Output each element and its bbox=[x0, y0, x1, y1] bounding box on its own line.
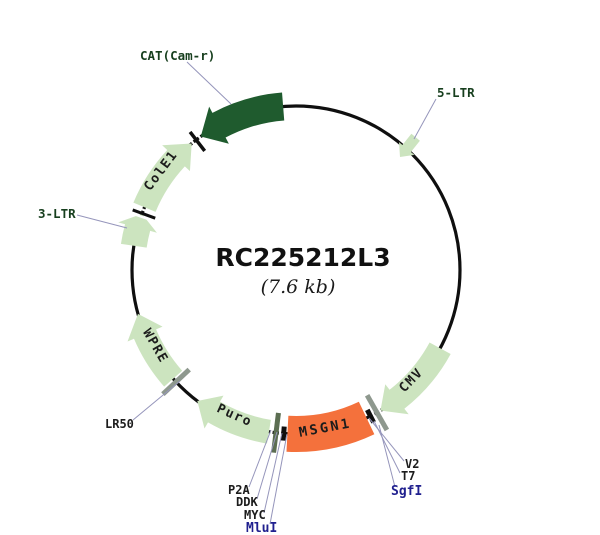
tick-marks bbox=[132, 130, 390, 453]
label-v2: V2 bbox=[405, 457, 419, 471]
feature-arrow-cmv bbox=[380, 342, 451, 415]
segment-gap bbox=[364, 399, 383, 430]
segment-gap bbox=[181, 129, 204, 156]
segment-gap bbox=[189, 123, 210, 151]
leader-lines bbox=[76, 61, 437, 525]
label-ddk: DDK bbox=[236, 495, 258, 509]
label-t7: T7 bbox=[401, 469, 415, 483]
leader-lr50 bbox=[132, 380, 181, 421]
feature-arrow-3ltr bbox=[118, 213, 157, 248]
feature-block-msgn1 bbox=[286, 401, 375, 452]
plasmid-title: RC225212L3 bbox=[215, 243, 390, 272]
segment-gap bbox=[125, 210, 157, 223]
leader-v2 bbox=[368, 417, 405, 462]
leader-cat bbox=[186, 61, 232, 105]
leader-ddk bbox=[256, 431, 278, 500]
tick-mark bbox=[364, 393, 390, 432]
feature-arrow-5ltr bbox=[399, 133, 420, 157]
tick-mark bbox=[280, 426, 287, 441]
label-3-ltr: 3-LTR bbox=[38, 206, 76, 221]
leader-t7 bbox=[373, 420, 401, 474]
label-myc: MYC bbox=[244, 508, 266, 522]
label-cat-camr: CAT(Cam-r) bbox=[140, 48, 215, 63]
feature-arrows bbox=[118, 92, 451, 452]
segment-gap bbox=[128, 203, 159, 217]
tick-mark bbox=[188, 130, 207, 153]
feature-arrow-puro bbox=[197, 395, 271, 444]
label-p2a: P2A bbox=[228, 483, 250, 497]
feature-arrow-cat bbox=[200, 92, 285, 144]
label-sgfi: SgfI bbox=[391, 484, 422, 499]
tick-mark bbox=[271, 412, 281, 453]
leader-sgfi bbox=[378, 424, 396, 488]
feature-arrow-cole1 bbox=[133, 143, 192, 212]
tick-mark bbox=[365, 408, 376, 424]
leader-mlui bbox=[269, 433, 288, 525]
label-mlui: MluI bbox=[246, 521, 277, 535]
tick-mark bbox=[132, 208, 156, 220]
segment-gaps bbox=[125, 123, 390, 450]
leader-myc bbox=[263, 432, 283, 514]
leader-5ltr bbox=[413, 98, 437, 140]
segment-gap bbox=[277, 417, 283, 450]
leader-p2a bbox=[248, 429, 272, 488]
segment-gap bbox=[267, 416, 275, 449]
plasmid-size: (7.6 kb) bbox=[261, 276, 336, 298]
leader-3ltr bbox=[76, 214, 128, 229]
label-5-ltr: 5-LTR bbox=[437, 85, 475, 100]
tick-mark bbox=[161, 367, 191, 396]
feature-arrow-wpre bbox=[127, 313, 183, 387]
label-lr50: LR50 bbox=[105, 417, 134, 431]
segment-gap bbox=[370, 396, 390, 426]
